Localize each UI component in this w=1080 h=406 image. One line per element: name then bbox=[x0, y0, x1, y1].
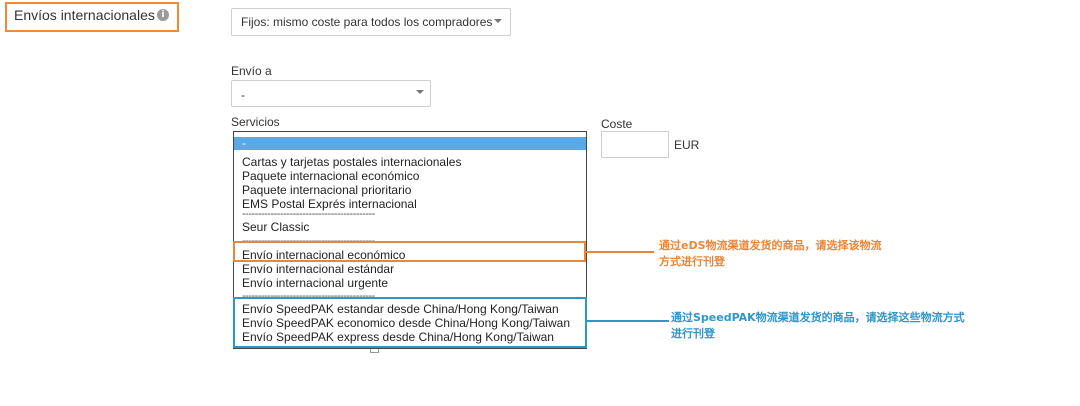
services-dropdown-list[interactable]: Cartas y tarjetas postales internacional… bbox=[233, 131, 587, 349]
service-option[interactable]: Envío internacional estándar bbox=[242, 262, 395, 276]
shipping-type-value: Fijos: mismo coste para todos los compra… bbox=[241, 15, 493, 29]
currency-label: EUR bbox=[674, 138, 700, 152]
service-option[interactable]: Paquete internacional prioritario bbox=[242, 183, 412, 197]
shipping-type-select[interactable] bbox=[231, 8, 511, 36]
service-option-speedpak[interactable]: Envío SpeedPAK express desde China/Hong … bbox=[242, 330, 554, 344]
option-separator: ----------------------------------------… bbox=[242, 208, 375, 220]
selected-service-option[interactable]: - bbox=[234, 137, 586, 150]
eds-connector-line bbox=[586, 251, 654, 253]
info-icon[interactable]: i bbox=[157, 9, 169, 21]
eds-highlight-box bbox=[233, 241, 586, 262]
eds-annotation: 通过eDS物流渠道发货的商品，请选择该物流 方式进行刊登 bbox=[659, 238, 924, 270]
ship-to-select[interactable] bbox=[231, 80, 431, 107]
eds-annotation-line2: 方式进行刊登 bbox=[659, 255, 725, 268]
service-option[interactable]: Cartas y tarjetas postales internacional… bbox=[242, 155, 462, 169]
service-option[interactable]: Envío internacional urgente bbox=[242, 276, 389, 290]
chevron-down-icon bbox=[416, 90, 424, 94]
cost-label: Coste bbox=[601, 117, 633, 131]
service-option-speedpak[interactable]: Envío SpeedPAK economico desde China/Hon… bbox=[242, 316, 570, 330]
ship-to-value: - bbox=[241, 88, 245, 102]
cost-input[interactable] bbox=[601, 131, 669, 158]
section-highlight-box bbox=[5, 2, 179, 32]
speedpak-annotation-line2: 进行刊登 bbox=[671, 327, 715, 340]
section-title: Envíos internacionales bbox=[14, 7, 155, 23]
speedpak-highlight-box bbox=[233, 297, 587, 348]
selected-service-label: - bbox=[242, 136, 246, 150]
service-option[interactable]: Paquete internacional económico bbox=[242, 169, 420, 183]
option-separator: ----------------------------------------… bbox=[242, 290, 375, 302]
eds-annotation-line1: 通过eDS物流渠道发货的商品，请选择该物流 bbox=[659, 239, 882, 252]
service-option[interactable]: EMS Postal Exprés internacional bbox=[242, 197, 417, 211]
services-label: Servicios bbox=[231, 115, 280, 129]
service-option-speedpak[interactable]: Envío SpeedPAK estandar desde China/Hong… bbox=[242, 302, 559, 316]
ship-to-label: Envío a bbox=[231, 64, 272, 78]
dropdown-resize-handle bbox=[370, 349, 379, 353]
speedpak-connector-line bbox=[587, 320, 669, 322]
chevron-down-icon bbox=[494, 19, 502, 23]
service-option[interactable]: Seur Classic bbox=[242, 220, 310, 234]
service-option-eds[interactable]: Envío internacional económico bbox=[242, 248, 406, 262]
speedpak-annotation: 通过SpeedPAK物流渠道发货的商品，请选择这些物流方式 进行刊登 bbox=[671, 310, 991, 342]
speedpak-annotation-line1: 通过SpeedPAK物流渠道发货的商品，请选择这些物流方式 bbox=[671, 311, 965, 324]
